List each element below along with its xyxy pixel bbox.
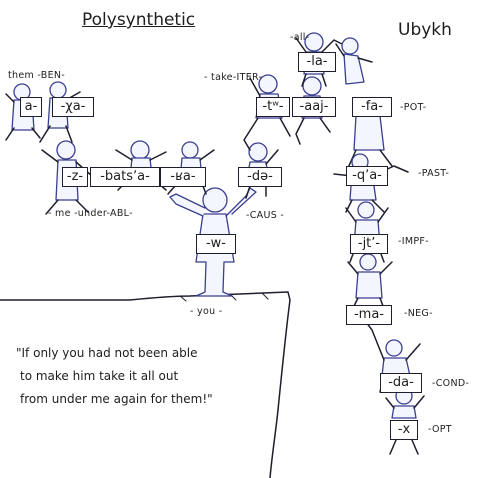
- morpheme-x: -x: [390, 420, 418, 440]
- quote-line-3: from under me again for them!": [20, 392, 213, 406]
- gloss-pot: -POT-: [400, 102, 427, 113]
- gloss-opt: -OPT: [428, 424, 452, 435]
- morpheme-z: -z-: [62, 167, 88, 187]
- gloss-caus: -CAUS -: [246, 210, 285, 221]
- quote-line-1: "If only you had not been able: [16, 346, 198, 360]
- gloss-neg: -NEG-: [404, 308, 433, 319]
- morpheme-de: -də-: [238, 167, 282, 187]
- gloss-take-iter: - take-ITER-: [204, 72, 263, 83]
- morpheme-fa: -fa-: [352, 97, 392, 117]
- morpheme-da: -da-: [380, 373, 422, 393]
- morpheme-la: -la-: [298, 52, 336, 72]
- gloss-me-under-abl: - me -under-ABL-: [48, 208, 133, 219]
- gloss-them-ben: them -BEN-: [8, 70, 66, 81]
- gloss-cond: -COND-: [432, 378, 470, 389]
- morpheme-gha: -ʁa-: [160, 167, 206, 187]
- morpheme-jt: -jt’-: [350, 234, 388, 254]
- morpheme-aaj: -aaj-: [292, 97, 336, 117]
- quote-line-2: to make him take it all out: [20, 369, 179, 383]
- title-ubykh: Ubykh: [398, 20, 452, 40]
- gloss-you: - you -: [190, 306, 223, 317]
- morpheme-a: a-: [20, 97, 42, 117]
- figure-pot-top: [335, 37, 373, 85]
- gloss-all: -all-: [290, 32, 310, 43]
- morpheme-tw: -tʷ-: [256, 97, 290, 117]
- gloss-impf: -IMPF-: [398, 236, 429, 247]
- morpheme-xa: -χa-: [52, 97, 94, 117]
- morpheme-batsa: -batsʼa-: [90, 167, 160, 187]
- morpheme-qa: -qʼa-: [346, 166, 388, 186]
- cliff-outline: [0, 291, 291, 478]
- gloss-past: -PAST-: [418, 168, 450, 179]
- morpheme-w: -w-: [196, 234, 236, 254]
- title-polysynthetic: Polysynthetic: [82, 10, 196, 30]
- morpheme-ma: -ma-: [346, 305, 392, 325]
